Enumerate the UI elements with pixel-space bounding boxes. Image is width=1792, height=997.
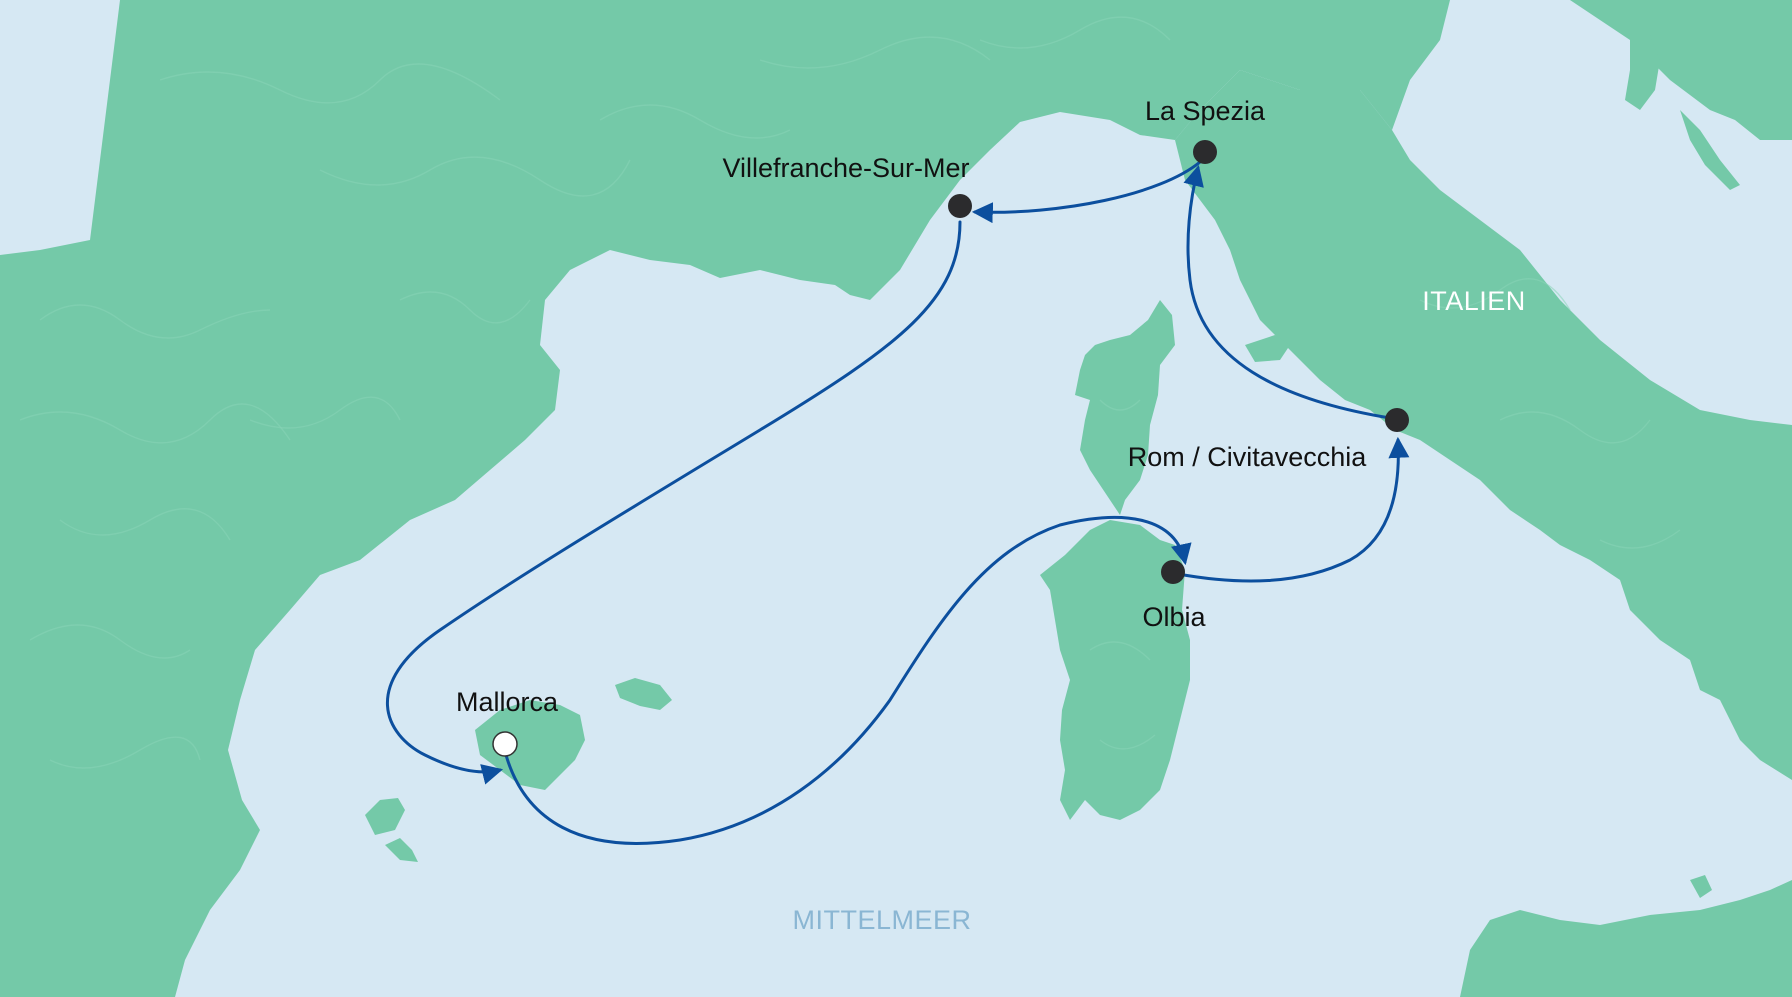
land-corsica [1075,300,1175,515]
land-italy [1175,70,1792,780]
port-label-rom: Rom / Civitavecchia [1128,442,1368,472]
land-menorca [615,678,672,710]
route-lines [385,220,962,785]
land-balkans [1570,0,1792,140]
port-label-olbia: Olbia [1142,602,1206,632]
land-croatia-island-2 [1680,110,1740,190]
land-iberia-france [0,0,1450,997]
route-olbia-rom [1176,436,1410,583]
land-texture [19,16,1681,769]
route-mallorca-olbia [504,515,1192,845]
land-sardinia [1040,520,1190,820]
port-marker-villefranche[interactable] [948,194,972,218]
port-label-villefranche: Villefranche-Sur-Mer [722,153,969,183]
port-marker-mallorca[interactable] [492,731,518,757]
port-marker-la-spezia[interactable] [1193,140,1217,164]
port-label-la-spezia: La Spezia [1145,96,1266,126]
route-rom-laspezia [1183,164,1392,420]
land-ibiza [365,798,405,835]
sea-label-mittelmeer: MITTELMEER [792,905,971,935]
land-sicily [1460,880,1792,997]
port-label-mallorca: Mallorca [456,687,559,717]
land-elba [1245,335,1290,362]
land-croatia-islands [1625,35,1660,110]
land-formentera [385,838,418,862]
port-marker-olbia[interactable] [1161,560,1185,584]
route-mallorca-villefranche [385,220,962,785]
region-label-italien: ITALIEN [1422,286,1526,316]
land-small-island [1690,875,1712,898]
port-marker-rom[interactable] [1385,408,1409,432]
route-laspezia-villefranche [971,160,1202,224]
